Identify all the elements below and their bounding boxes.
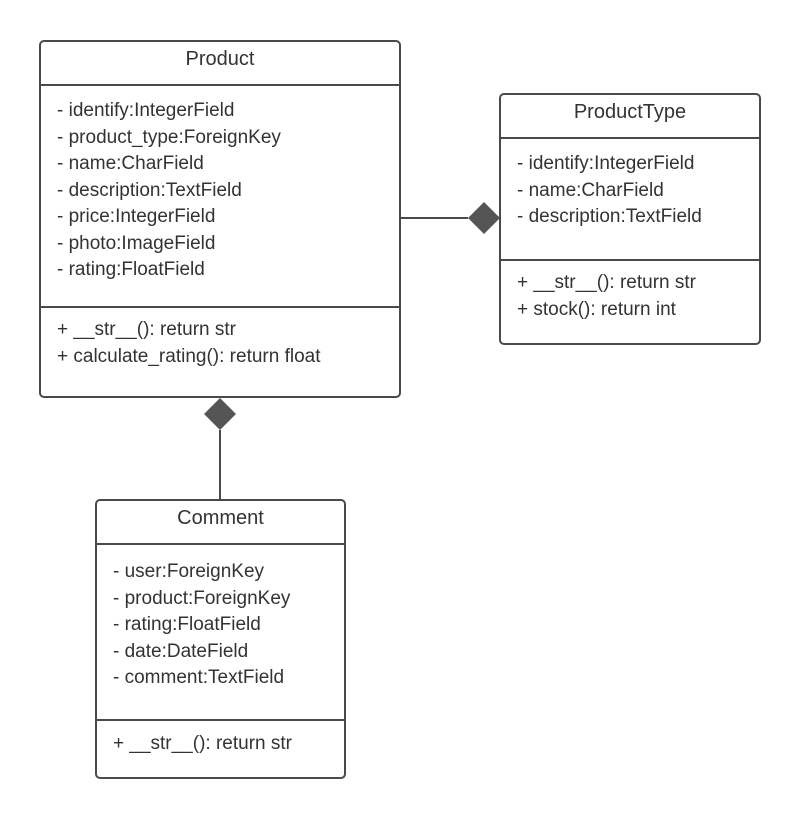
comment-attribute: - rating:FloatField — [113, 614, 261, 635]
comment-method: + __str__(): return str — [113, 733, 292, 754]
product-attributes: - identify:IntegerField - product_type:F… — [41, 86, 399, 308]
producttype-attributes: - identify:IntegerField - name:CharField… — [501, 139, 759, 261]
product-attribute: - rating:FloatField — [57, 259, 205, 280]
comment-attribute: - user:ForeignKey — [113, 561, 265, 582]
comment-attribute: - comment:TextField — [113, 667, 285, 688]
comment-class-name: Comment — [97, 501, 344, 545]
product-class-box: Product - identify:IntegerField - produc… — [39, 40, 401, 398]
comment-methods: + __str__(): return str — [97, 721, 344, 758]
comment-attributes: - user:ForeignKey - product:ForeignKey -… — [97, 545, 344, 721]
product-method: + __str__(): return str — [57, 319, 236, 340]
product-attribute: - identify:IntegerField — [57, 100, 235, 121]
comment-attribute: - date:DateField — [113, 640, 249, 662]
comment-class-box: Comment - user:ForeignKey - product:Fore… — [95, 499, 346, 779]
producttype-methods: + __str__(): return str + stock(): retur… — [501, 261, 759, 323]
product-attribute: - price:IntegerField — [57, 206, 216, 227]
producttype-composition-diamond — [468, 202, 500, 234]
comment-attribute: - product:ForeignKey — [113, 587, 291, 609]
product-method: + calculate_rating(): return float — [57, 345, 321, 367]
producttype-attribute: - description:TextField — [517, 206, 702, 227]
product-attribute: - photo:ImageField — [57, 232, 216, 254]
product-methods: + __str__(): return str + calculate_rati… — [41, 308, 399, 370]
producttype-method: + __str__(): return str — [517, 272, 696, 293]
product-attribute: - product_type:ForeignKey — [57, 126, 281, 148]
product-composition-diamond — [204, 398, 236, 430]
product-attribute: - name:CharField — [57, 153, 204, 174]
producttype-attribute: - identify:IntegerField — [517, 153, 695, 174]
producttype-attribute: - name:CharField — [517, 179, 664, 201]
producttype-method: + stock(): return int — [517, 298, 676, 320]
producttype-class-box: ProductType - identify:IntegerField - na… — [499, 93, 761, 345]
producttype-class-name: ProductType — [501, 95, 759, 139]
product-class-name: Product — [41, 42, 399, 86]
product-attribute: - description:TextField — [57, 179, 242, 201]
